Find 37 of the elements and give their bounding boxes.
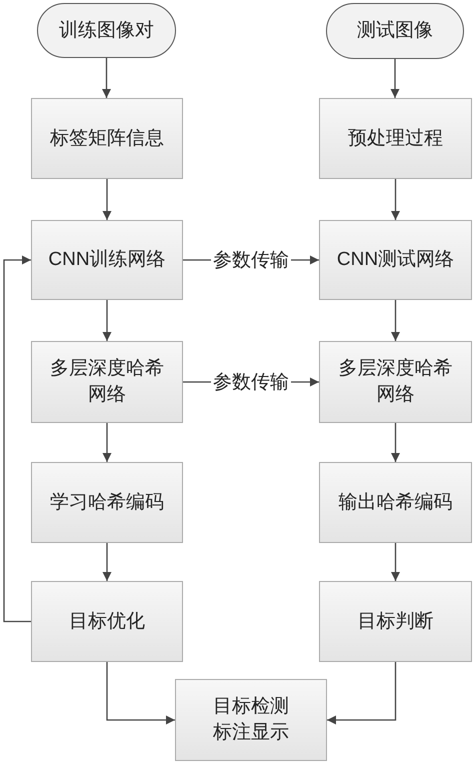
node-label: 目标检测标注显示	[212, 695, 290, 745]
process-box	[319, 98, 472, 179]
arrow	[102, 300, 112, 341]
node-label: 目标判断	[358, 610, 434, 634]
node-label: 学习哈希编码	[50, 490, 164, 515]
node-label: 训练图像对	[59, 18, 154, 43]
process-box	[31, 341, 183, 423]
node-label: 预处理过程	[348, 126, 443, 151]
arrow	[102, 179, 112, 220]
node-label: CNN测试网络	[336, 248, 454, 272]
node-label: 目标优化	[69, 610, 145, 634]
process-box	[319, 341, 472, 423]
node-label: 测试图像	[357, 19, 433, 44]
arrow	[391, 179, 400, 220]
arrow	[102, 543, 112, 581]
process-box	[319, 220, 472, 300]
arrow	[102, 58, 111, 98]
node-label: CNN训练网络	[48, 248, 166, 272]
process-box	[31, 581, 183, 662]
arrow	[391, 300, 400, 341]
arrow	[391, 423, 400, 462]
node-label: 输出哈希编码	[338, 490, 452, 515]
arrow	[391, 543, 400, 581]
process-box	[319, 462, 472, 543]
node-label: 多层深度哈希网络	[338, 357, 454, 407]
process-box	[31, 220, 183, 300]
arrow	[106, 662, 175, 724]
arrow	[102, 423, 112, 462]
process-box	[31, 462, 183, 543]
arrow	[3, 256, 31, 622]
process-box	[175, 679, 327, 761]
process-box	[31, 98, 183, 179]
node-label: 多层深度哈希网络	[49, 357, 165, 407]
node-label: 标签矩阵信息	[50, 126, 164, 151]
arrow	[390, 59, 400, 98]
arrow	[327, 662, 396, 724]
process-box	[319, 581, 472, 662]
